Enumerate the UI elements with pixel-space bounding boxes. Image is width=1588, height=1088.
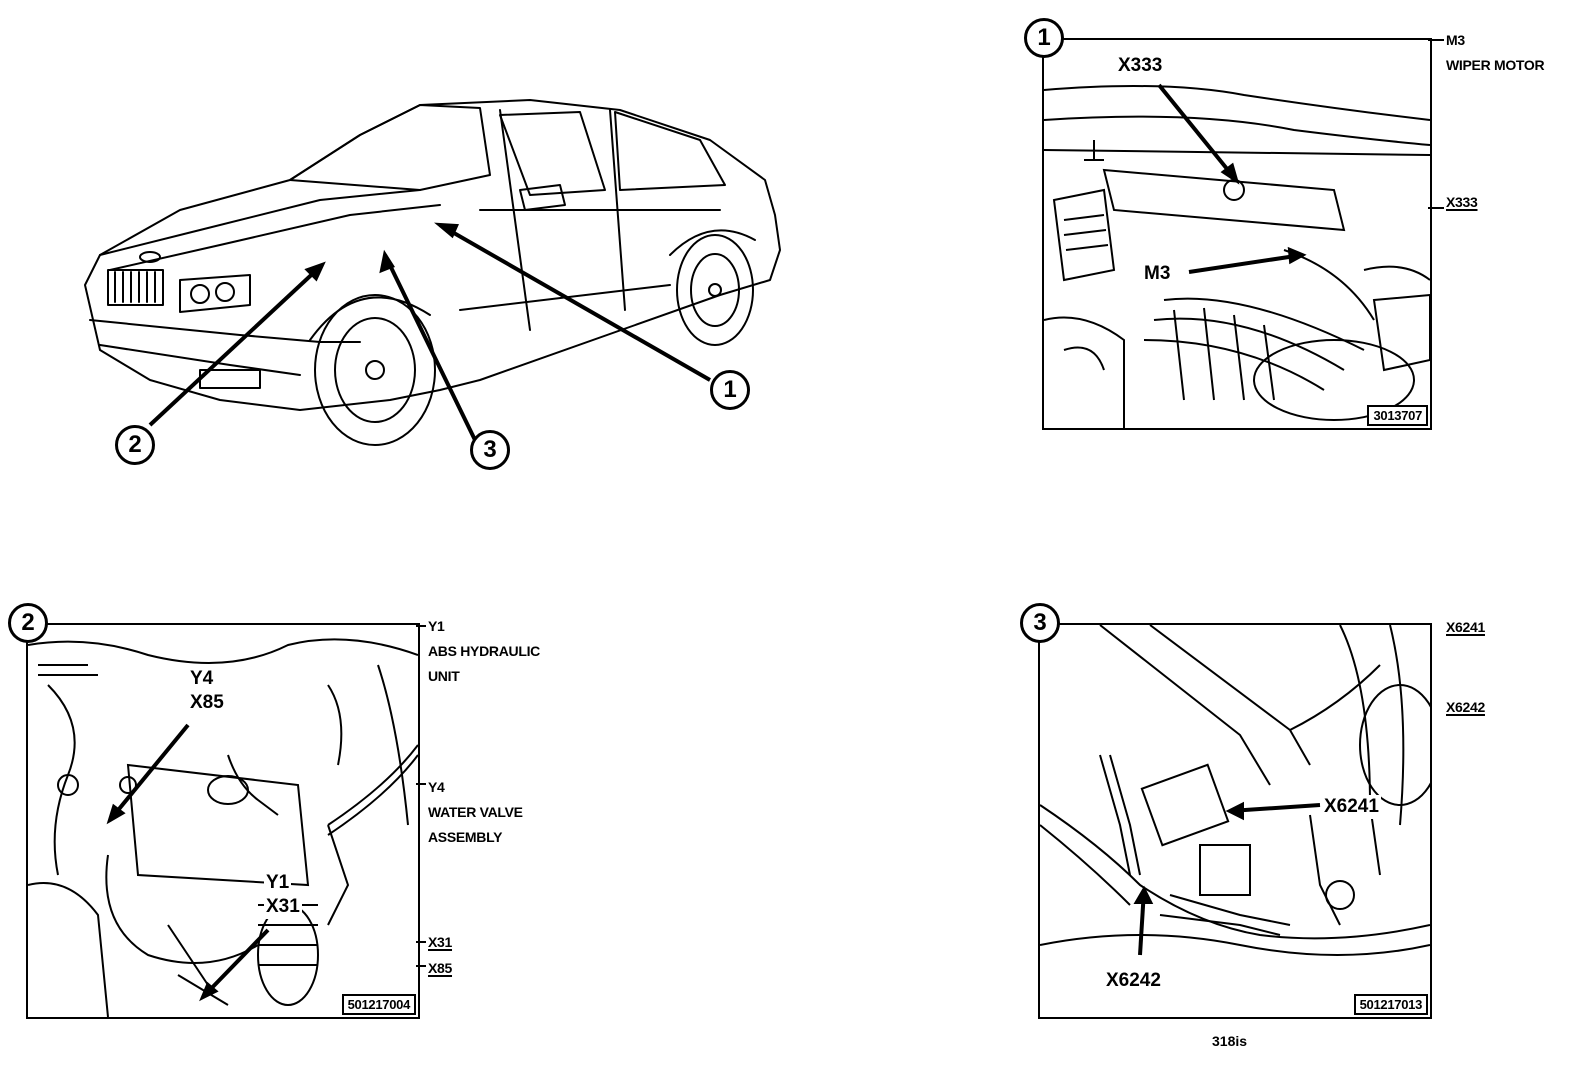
overview-callout-3: 3 <box>470 430 510 470</box>
panel-2-engine-drawing <box>28 638 418 1017</box>
panel-3-side-conn-x6242: X6242 <box>1446 699 1485 715</box>
panel-3-connectors: X6241 X6242 501217013 <box>1038 623 1432 1019</box>
panel-1-label-m3: M3 <box>1142 262 1173 286</box>
panel-2-label-x85: X85 <box>188 691 226 715</box>
overview-callout-1: 1 <box>710 370 750 410</box>
panel-2-figure-id: 501217004 <box>341 994 416 1015</box>
overview-callout-2: 2 <box>115 425 155 465</box>
panel-2-side-y4-line2: ASSEMBLY <box>428 829 503 845</box>
panel-2-number: 2 <box>8 603 48 643</box>
panel-2-side-y4-line1: WATER VALVE <box>428 804 523 820</box>
panel-1-engine-drawing <box>1044 83 1430 428</box>
panel-2-side-conn-x31: X31 <box>428 934 453 950</box>
panel-2-abs-unit: Y4 X85 Y1 X31 501217004 <box>26 623 420 1019</box>
panel-2-label-y4: Y4 <box>188 667 216 691</box>
panel-2-leaders <box>416 625 426 967</box>
panel-2-side-y4-code: Y4 <box>428 779 445 795</box>
car-illustration <box>84 99 781 446</box>
panel-1-label-x333: X333 <box>1116 54 1165 78</box>
panel-2-side-conn-x85: X85 <box>428 960 453 976</box>
panel-1-wiper-motor: X333 M3 3013707 <box>1042 38 1432 430</box>
panel-1-side-name: WIPER MOTOR <box>1446 57 1545 73</box>
panel-1-side-code: M3 <box>1446 32 1465 48</box>
panel-1-figure-id: 3013707 <box>1367 405 1428 426</box>
panel-3-number: 3 <box>1020 603 1060 643</box>
panel-2-side-y1-line1: ABS HYDRAULIC <box>428 643 540 659</box>
panel-3-label-x6241: X6241 <box>1322 795 1381 819</box>
car-overview: 1 2 3 <box>60 80 820 500</box>
panel-2-side-y1-line2: UNIT <box>428 668 460 684</box>
panel-1-leaders <box>1428 39 1444 209</box>
panel-2-label-y1: Y1 <box>264 871 292 895</box>
panel-2-label-x31: X31 <box>264 895 302 919</box>
panel-3-engine-drawing <box>1040 625 1430 956</box>
panel-1-side-connector: X333 <box>1446 194 1478 210</box>
panel-2-side-y1-code: Y1 <box>428 618 445 634</box>
panel-1-number: 1 <box>1024 18 1064 58</box>
panel-3-side-conn-x6241: X6241 <box>1446 619 1485 635</box>
panel-3-label-x6242: X6242 <box>1104 969 1163 993</box>
panel-3-figure-id: 501217013 <box>1353 994 1428 1015</box>
model-label: 318is <box>1212 1033 1248 1049</box>
